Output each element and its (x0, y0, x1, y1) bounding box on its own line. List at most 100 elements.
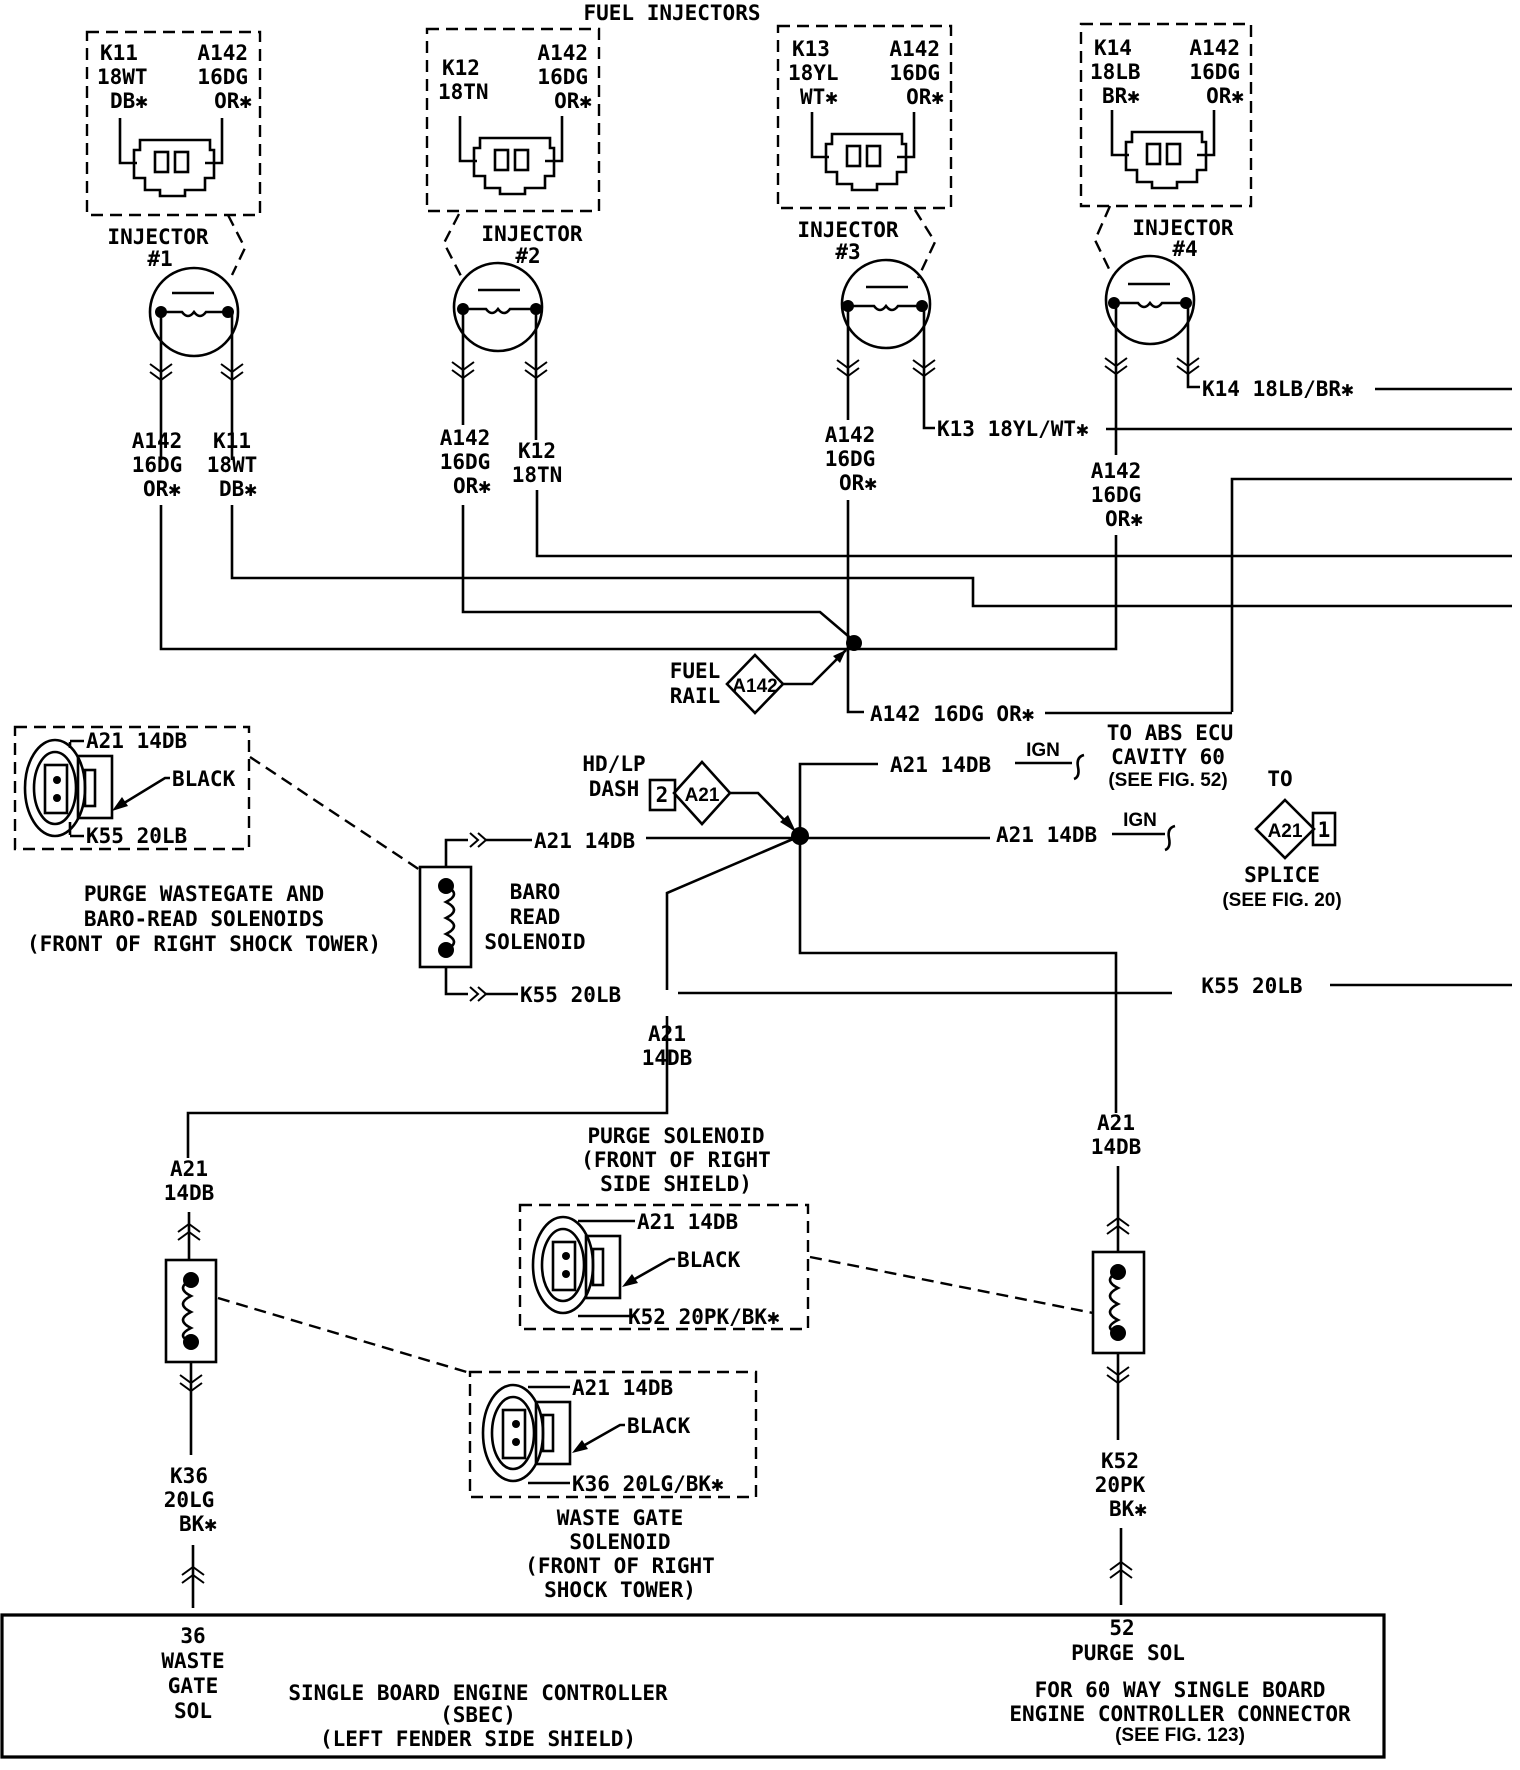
wire-label: K13 (792, 37, 830, 61)
wire-label: BK✱ (179, 1512, 217, 1536)
wire-label: (LEFT FENDER SIDE SHIELD) (320, 1727, 636, 1751)
wire-label: OR✱ (1206, 84, 1244, 108)
injector-coil-icon (840, 258, 932, 350)
wire-label: K52 20PK/BK✱ (628, 1305, 780, 1329)
wire-label: 18YL (788, 61, 839, 85)
wire-label: 36 (180, 1624, 205, 1648)
wire-label: K14 (1094, 36, 1132, 60)
wire-label: SOL (174, 1699, 212, 1723)
wire-label: SPLICE (1244, 863, 1320, 887)
wire-label: A21 14DB (572, 1376, 673, 1400)
wire-label: BLACK (627, 1414, 691, 1438)
connector-icon (1110, 110, 1216, 190)
wire-label: 18TN (512, 463, 563, 487)
wire-label: A142 (440, 426, 491, 450)
wire-label: CAVITY 60 (1111, 745, 1225, 769)
wire-label: INJECTOR (797, 218, 899, 242)
wire-label: 16DG (1189, 60, 1240, 84)
wire-label: BLACK (677, 1248, 741, 1272)
injector-3-connector: K13 18YL WT✱ A142 16DG OR✱ (776, 24, 953, 210)
wire-label: 16DG (1091, 483, 1142, 507)
wire-label: 1 (1318, 818, 1331, 842)
wire-label: A142 (197, 41, 248, 65)
wire-label: INJECTOR (481, 222, 583, 246)
connector-icon (458, 116, 564, 196)
wire-label: FOR 60 WAY SINGLE BOARD (1035, 1678, 1326, 1702)
wire-label: INJECTOR (107, 225, 209, 249)
wire-label: BK✱ (1109, 1497, 1147, 1521)
wire-label: SIDE SHIELD) (600, 1172, 752, 1196)
injector-4-connector: K14 18LB BR✱ A142 16DG OR✱ (1079, 22, 1253, 208)
wire-label: K13 18YL/WT✱ (937, 417, 1089, 441)
wire-label: 16DG (889, 61, 940, 85)
wire-label: #3 (835, 240, 860, 264)
wire-label: (FRONT OF RIGHT SHOCK TOWER) (27, 932, 381, 956)
wire-label: BLACK (172, 767, 236, 791)
wire-label: K52 (1101, 1449, 1139, 1473)
wire-label: #2 (515, 244, 540, 268)
wire-label: 18WT (97, 65, 148, 89)
wire-label: SHOCK TOWER) (544, 1578, 696, 1602)
wire-label: 16DG (825, 447, 876, 471)
wire-label: WT✱ (800, 85, 838, 109)
wire-label: SOLENOID (484, 930, 585, 954)
wire-label: A21 (170, 1157, 208, 1181)
wire-label: TO ABS ECU (1107, 721, 1233, 745)
wire-label: #4 (1172, 237, 1197, 261)
wastegate-connector: A21 14DB BLACK K36 20LG/BK✱ (468, 1370, 758, 1499)
baro-read-solenoid: A21 14DB K55 20LB BARO READ SOLENOID (418, 829, 635, 1007)
wire-label: DB✱ (110, 89, 148, 113)
wire-label: K11 (213, 429, 251, 453)
wire-label: (SEE FIG. 123) (1115, 1725, 1245, 1746)
splice-out-connection: A21 14DB IGN TO A21 1 SPLICE (SEE FIG. 2… (996, 767, 1342, 911)
wire-label: FUEL (670, 659, 721, 683)
wire-label: SINGLE BOARD ENGINE CONTROLLER (288, 1681, 668, 1705)
wire-label: 18WT (207, 453, 258, 477)
injector-coil-icon (1104, 254, 1196, 346)
wire-label: OR✱ (214, 89, 252, 113)
wire-label: A21 14DB (534, 829, 635, 853)
wire-label: K14 18LB/BR✱ (1202, 377, 1354, 401)
wire-label: DASH (589, 777, 640, 801)
wire-label: A142 16DG OR✱ (870, 702, 1035, 726)
wire-label: K12 (442, 56, 480, 80)
injector-coil-icon (148, 266, 240, 358)
wire-label: A142 (732, 676, 777, 697)
wire-label: A21 (648, 1022, 686, 1046)
leader-line (249, 756, 421, 871)
abs-ecu-connection: A21 14DB IGN TO ABS ECU CAVITY 60 (SEE F… (890, 721, 1233, 791)
connector-icon (810, 112, 916, 192)
wire-label: BARO-READ SOLENOIDS (84, 907, 324, 931)
wire-label: OR✱ (554, 89, 592, 113)
wire-label: K36 20LG/BK✱ (572, 1472, 724, 1496)
wire-label: DB✱ (219, 477, 257, 501)
wire-label: A142 (825, 423, 876, 447)
wire-label: OR✱ (143, 477, 181, 501)
injector-2: INJECTOR #2 (442, 213, 583, 440)
wire-label: A21 (1268, 821, 1303, 842)
injector-coil-icon (452, 261, 544, 353)
wire-label: 2 (656, 783, 669, 807)
wire-label: ENGINE CONTROLLER CONNECTOR (1009, 1702, 1351, 1726)
wire-label: 14DB (164, 1181, 215, 1205)
wire-label: K12 (518, 439, 556, 463)
wire-label: WASTE GATE (557, 1506, 683, 1530)
wire-label: A21 14DB (996, 823, 1097, 847)
wire-label: OR✱ (453, 474, 491, 498)
wire-label: OR✱ (839, 471, 877, 495)
purge-connector: A21 14DB BLACK K52 20PK/BK✱ (518, 1203, 810, 1331)
wire-label: A142 (132, 429, 183, 453)
wire-label: 14DB (642, 1046, 693, 1070)
wire-label: OR✱ (1105, 507, 1143, 531)
injector-wire-labels: A142 16DG OR✱ K11 18WT DB✱ A142 16DG OR✱… (132, 377, 1354, 531)
wire-label: A21 14DB (890, 753, 991, 777)
purge-solenoid: A21 14DB K52 20PK BK✱ (1091, 1111, 1147, 1605)
baro-caption: PURGE WASTEGATE AND BARO-READ SOLENOIDS … (27, 882, 381, 956)
wire-label: OR✱ (906, 85, 944, 109)
wastegate-caption: WASTE GATE SOLENOID (FRONT OF RIGHT SHOC… (525, 1506, 715, 1602)
wire-label: IGN (1026, 740, 1060, 761)
wire-label: #1 (147, 247, 172, 271)
connector-icon (118, 118, 224, 198)
wire-label: K55 20LB (86, 824, 187, 848)
